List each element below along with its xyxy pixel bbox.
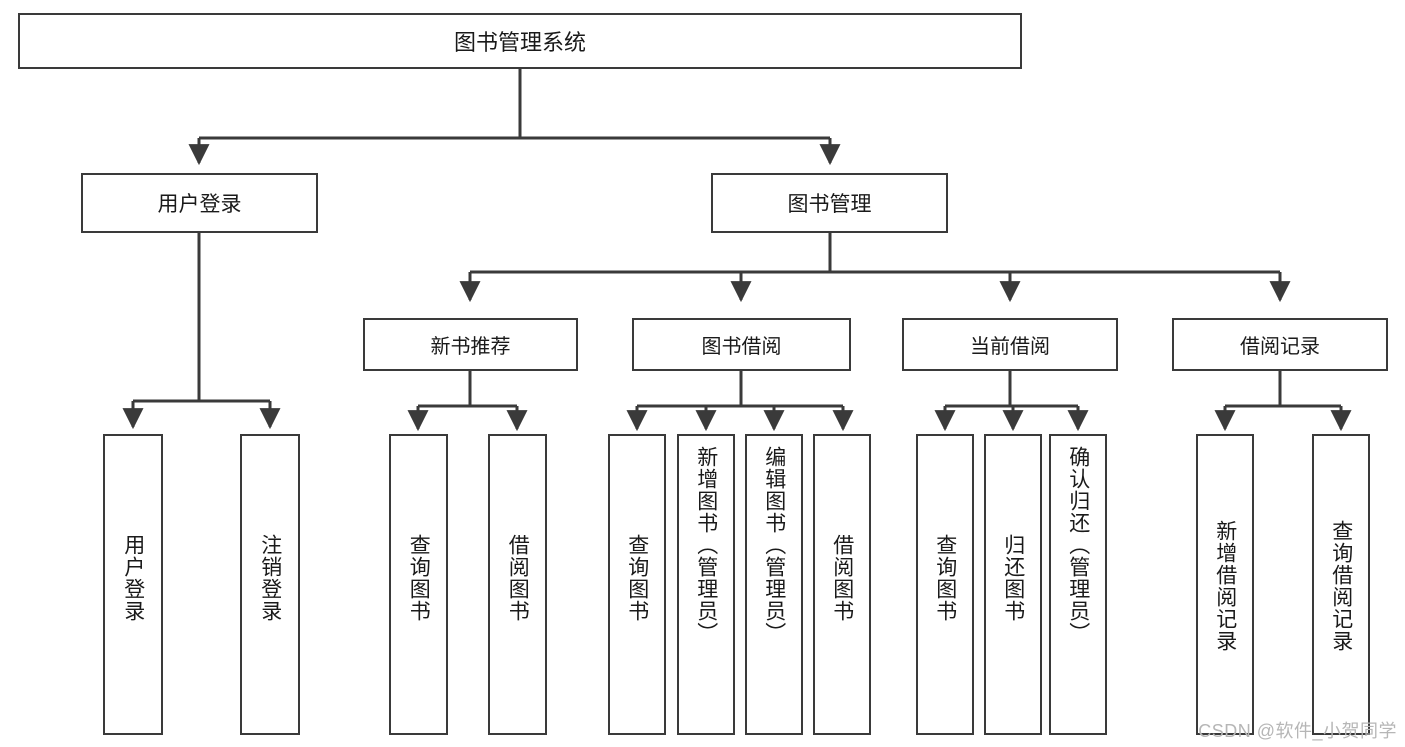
- leaf-confirm-return[interactable]: 确认归还（管理员）: [1049, 434, 1107, 735]
- leaf-borrow-book-2[interactable]: 借阅图书: [813, 434, 871, 735]
- node-borrow-record[interactable]: 借阅记录: [1172, 318, 1388, 371]
- node-current-borrow-label: 当前借阅: [970, 336, 1050, 358]
- node-user-login-label: 用户登录: [157, 193, 242, 216]
- leaf-edit-book[interactable]: 编辑图书（管理员）: [745, 434, 803, 735]
- leaf-query-book-3[interactable]: 查询图书: [916, 434, 974, 735]
- node-book-borrow-label: 图书借阅: [701, 336, 782, 358]
- watermark-text: CSDN @软件_小贺同学: [1198, 721, 1397, 741]
- leaf-add-book-label: 新增图书（管理员）: [694, 446, 718, 644]
- leaf-borrow-book-2-label: 借阅图书: [830, 534, 854, 622]
- leaf-borrow-book-1[interactable]: 借阅图书: [488, 434, 547, 735]
- leaf-query-record[interactable]: 查询借阅记录: [1312, 434, 1370, 735]
- node-new-book-recommend[interactable]: 新书推荐: [363, 318, 578, 371]
- node-root[interactable]: 图书管理系统: [18, 13, 1022, 69]
- leaf-query-book-3-label: 查询图书: [933, 534, 957, 622]
- leaf-user-login[interactable]: 用户登录: [103, 434, 163, 735]
- leaf-return-book[interactable]: 归还图书: [984, 434, 1042, 735]
- node-root-label: 图书管理系统: [453, 30, 586, 55]
- leaf-return-book-label: 归还图书: [1001, 534, 1025, 622]
- node-book-borrow[interactable]: 图书借阅: [632, 318, 851, 371]
- node-book-management-label: 图书管理: [787, 193, 872, 216]
- leaf-logout[interactable]: 注销登录: [240, 434, 300, 735]
- leaf-add-book[interactable]: 新增图书（管理员）: [677, 434, 735, 735]
- node-current-borrow[interactable]: 当前借阅: [902, 318, 1118, 371]
- leaf-query-book-1[interactable]: 查询图书: [389, 434, 448, 735]
- node-borrow-record-label: 借阅记录: [1240, 336, 1320, 358]
- leaf-borrow-book-1-label: 借阅图书: [506, 534, 530, 622]
- leaf-logout-label: 注销登录: [258, 534, 282, 622]
- leaf-query-book-2-label: 查询图书: [625, 534, 649, 622]
- leaf-add-record[interactable]: 新增借阅记录: [1196, 434, 1254, 735]
- node-new-book-recommend-label: 新书推荐: [430, 336, 511, 358]
- leaf-edit-book-label: 编辑图书（管理员）: [762, 446, 786, 644]
- leaf-add-record-label: 新增借阅记录: [1213, 520, 1237, 652]
- leaf-user-login-label: 用户登录: [121, 534, 145, 622]
- leaf-query-book-1-label: 查询图书: [407, 534, 431, 622]
- leaf-query-book-2[interactable]: 查询图书: [608, 434, 666, 735]
- leaf-query-record-label: 查询借阅记录: [1329, 520, 1353, 652]
- node-user-login[interactable]: 用户登录: [81, 173, 318, 233]
- node-book-management[interactable]: 图书管理: [711, 173, 948, 233]
- leaf-confirm-return-label: 确认归还（管理员）: [1066, 446, 1090, 644]
